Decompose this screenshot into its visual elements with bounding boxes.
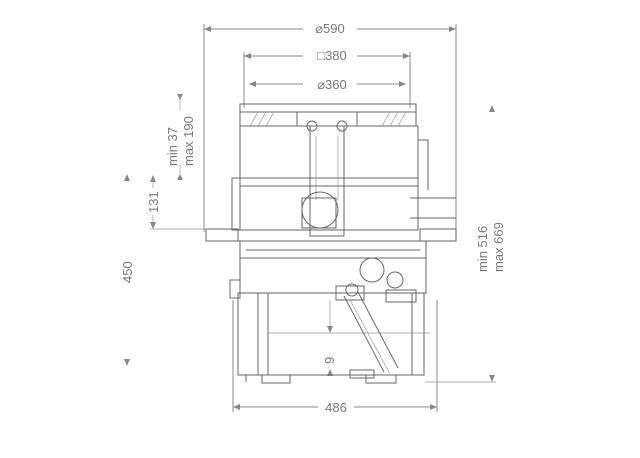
label-min-37: min 37 xyxy=(165,127,180,166)
label-450: 450 xyxy=(120,261,135,283)
label-max-669: max 669 xyxy=(491,222,506,272)
label-min-516: min 516 xyxy=(475,226,490,272)
dimension-inner-diameter: ⌀360 xyxy=(249,75,406,92)
dimension-depth: min 516 max 669 xyxy=(425,105,506,383)
dimension-total-height: 450 xyxy=(120,174,135,366)
dimension-small-offset: 9 xyxy=(268,300,430,376)
label-max-190: max 190 xyxy=(181,116,196,166)
dimension-width: 486 xyxy=(232,300,438,415)
label-outer-diameter: ⌀590 xyxy=(315,21,345,36)
dimension-square-cutout: □380 xyxy=(243,47,411,108)
dimension-ceiling-thickness: min 37 max 190 xyxy=(165,94,196,180)
label-square-cutout: □380 xyxy=(317,48,347,63)
dimension-upper-height: 131 xyxy=(146,175,215,230)
dimension-outer-diameter: ⌀590 xyxy=(203,20,457,232)
fixture-outline xyxy=(205,103,457,384)
label-inner-diameter: ⌀360 xyxy=(317,77,347,92)
label-486: 486 xyxy=(325,400,347,415)
label-9: 9 xyxy=(322,357,337,364)
label-131: 131 xyxy=(146,191,161,213)
